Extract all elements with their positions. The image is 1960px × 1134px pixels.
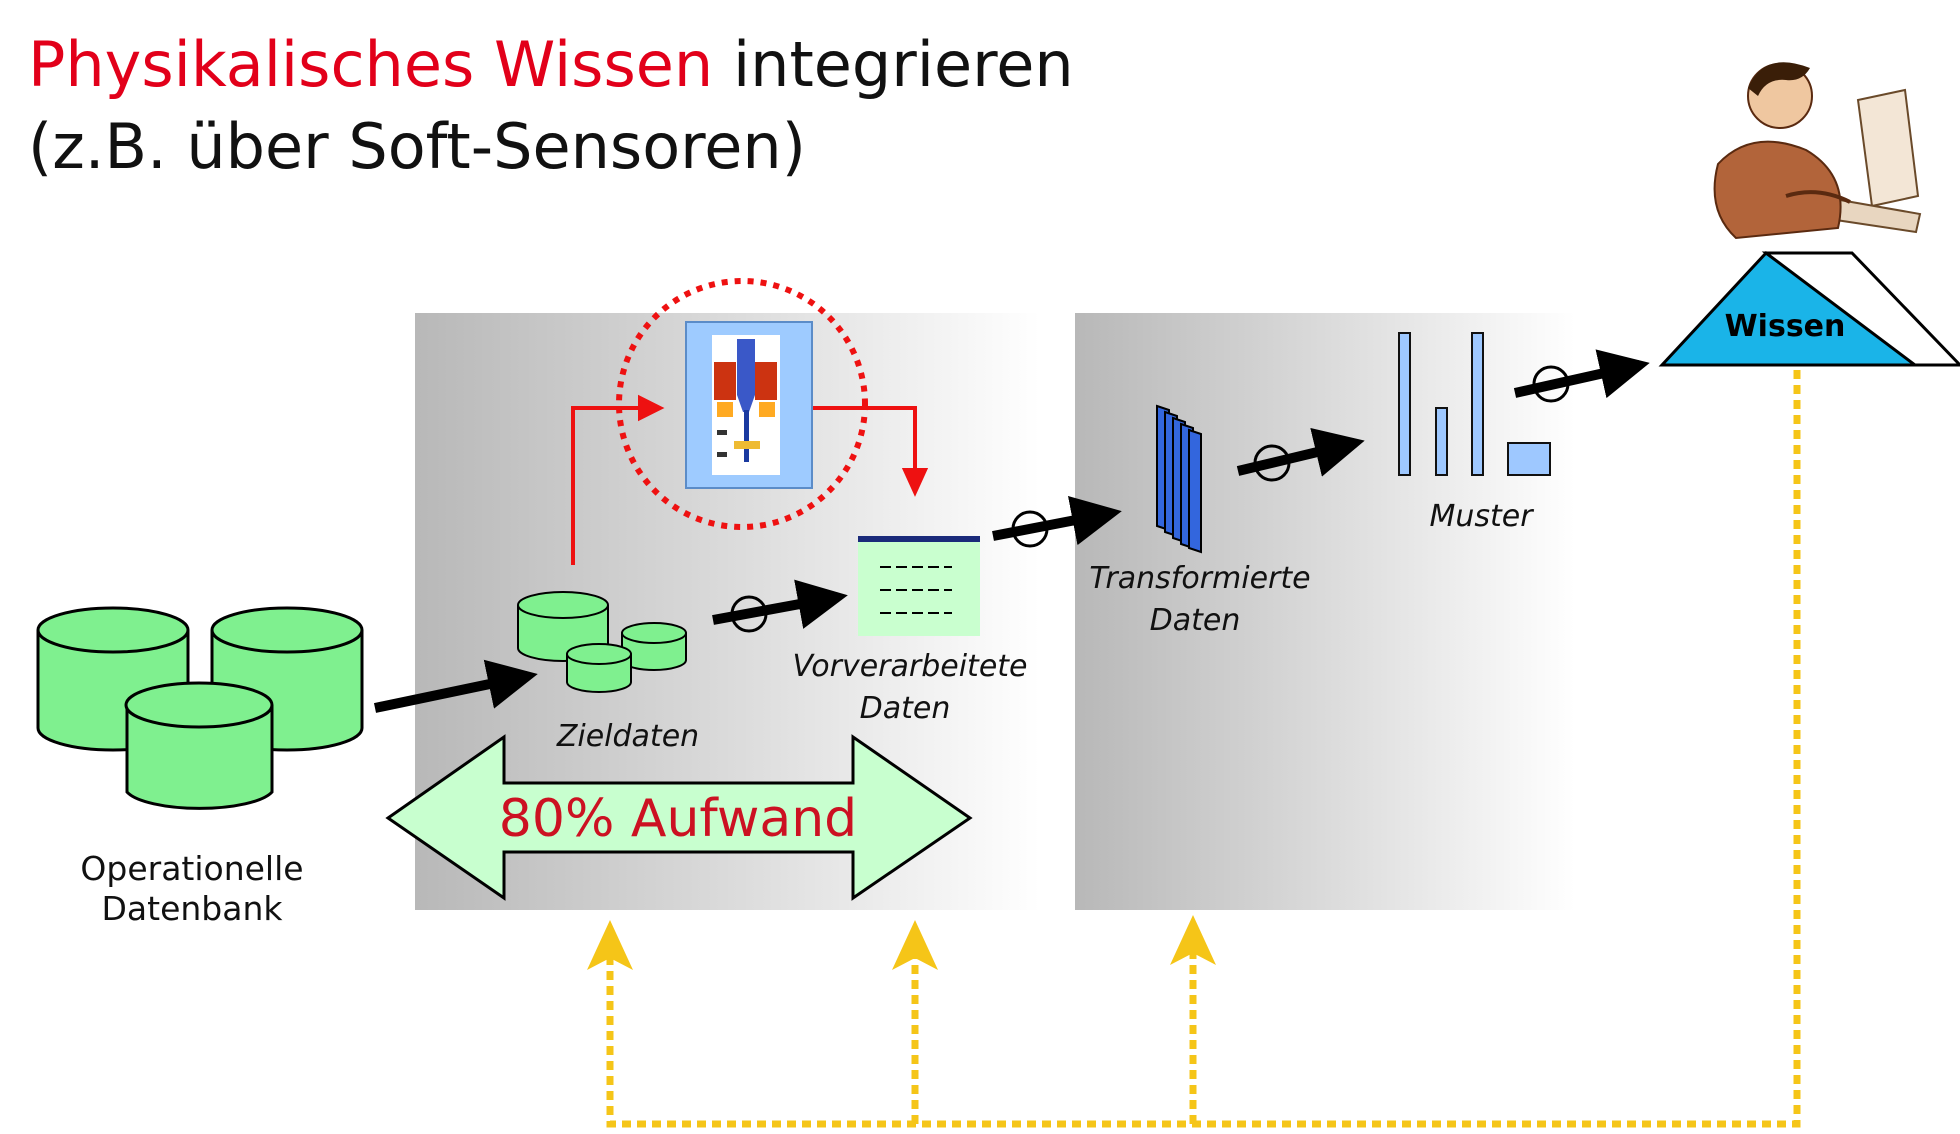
title-line-2: (z.B. über Soft-Sensoren) xyxy=(28,110,806,183)
effort-double-arrow xyxy=(385,734,973,901)
step-marker xyxy=(1253,444,1291,482)
operational-db-label-1: Operationelle xyxy=(80,849,303,888)
target-data-label: Zieldaten xyxy=(556,719,699,754)
preprocessed-label-1: Vorverarbeitete xyxy=(793,649,1028,684)
stacked-pages-icon xyxy=(1156,404,1202,554)
feedback-arrowheads xyxy=(587,915,1216,970)
knowledge-pyramid xyxy=(1658,250,1960,367)
flow-arrow-db-to-target xyxy=(373,659,538,713)
person-at-computer-icon xyxy=(1713,62,1922,240)
title-line-1: Physikalisches Wissen integrieren xyxy=(28,34,1074,96)
sensor-schematic-icon xyxy=(685,321,813,489)
step-marker xyxy=(730,595,768,633)
feedback-loop xyxy=(606,370,1801,1128)
physics-highlight-circle xyxy=(616,278,868,530)
step-marker xyxy=(1532,365,1570,403)
title-highlight: Physikalisches Wissen xyxy=(28,28,714,101)
effort-label: 80% Aufwand xyxy=(499,789,857,849)
database-icon xyxy=(36,606,364,810)
patterns-label: Muster xyxy=(1429,499,1534,534)
bar-pattern-icon xyxy=(1398,332,1551,476)
database-icon xyxy=(517,591,687,693)
document-icon xyxy=(858,536,980,636)
step-marker xyxy=(1011,510,1049,548)
transformed-label-2: Daten xyxy=(1150,603,1241,638)
knowledge-label: Wissen xyxy=(1725,309,1846,344)
operational-db-label-2: Datenbank xyxy=(102,889,284,928)
physics-path xyxy=(571,394,929,565)
preprocessed-label-2: Daten xyxy=(860,691,951,726)
title-rest: integrieren xyxy=(732,28,1074,101)
flow-arrow-transformed-to-patterns xyxy=(1236,427,1365,477)
transformed-label-1: Transformierte xyxy=(1089,561,1310,596)
flow-arrow-target-to-preprocessed xyxy=(712,579,848,629)
